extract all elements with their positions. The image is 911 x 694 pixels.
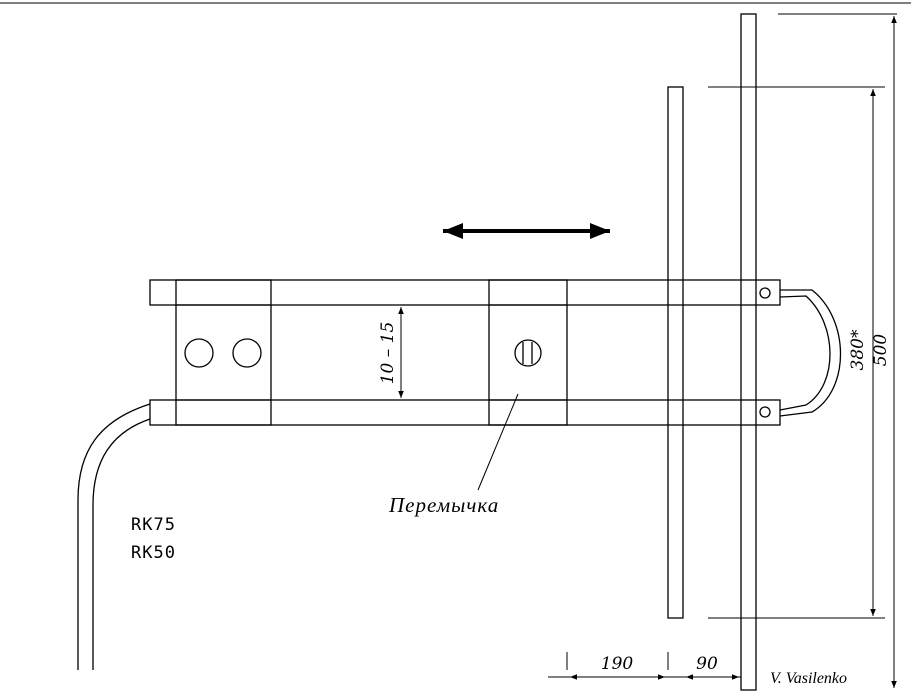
director-element: [667, 86, 684, 619]
author-signature: V. Vasilenko: [770, 670, 847, 687]
cable-label-rk75: RK75: [131, 515, 176, 535]
loop-cable-inner: [779, 295, 831, 411]
spacing-90-text: 90: [696, 654, 718, 674]
feed-cable-outer: [77, 403, 151, 670]
upper-rail: [149, 279, 781, 306]
jumper-caption: Перемычка: [388, 493, 499, 517]
screw-icon: [514, 339, 542, 367]
cable-label-rk50: RK50: [131, 543, 176, 563]
gap-dimension-text: 10 – 15: [378, 322, 398, 385]
loop-dimension-text: 380*: [848, 329, 868, 370]
dipole-dimension-text: 500: [871, 334, 891, 367]
jumper-leader-line: [477, 393, 519, 491]
mounting-clamp: [175, 279, 272, 426]
spacing-190-text: 190: [601, 654, 634, 674]
connector-hole-icon: [759, 406, 771, 418]
jumper-block: [488, 279, 568, 426]
loop-cable-outer: [779, 289, 841, 417]
connector-hole-icon: [759, 287, 771, 299]
reflector-element: [740, 13, 757, 691]
feed-cable-inner: [92, 418, 151, 670]
bolt-hole-icon: [184, 338, 214, 368]
bolt-hole-icon: [232, 338, 262, 368]
lower-rail: [149, 399, 781, 426]
